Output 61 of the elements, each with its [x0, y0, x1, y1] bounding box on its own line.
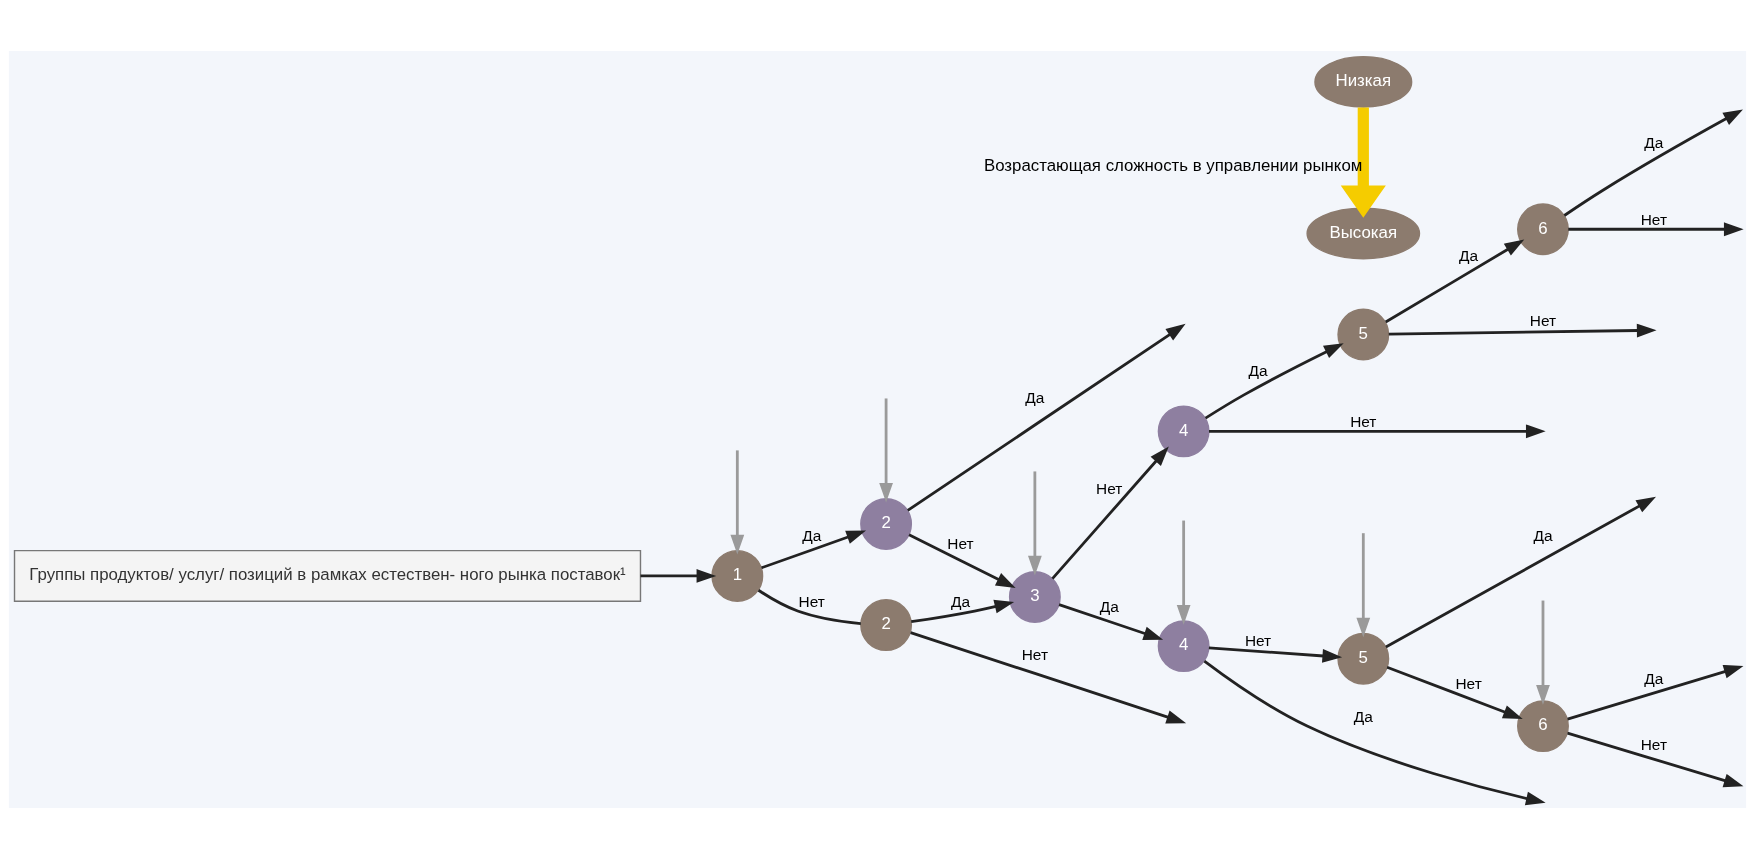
arrow: [911, 599, 1015, 624]
arrow: [910, 631, 1187, 724]
arrow: [1058, 603, 1164, 640]
arrow: [640, 569, 717, 583]
node-circle: 6: [1517, 700, 1569, 753]
arrow: [1563, 109, 1743, 217]
arrow: [1385, 496, 1656, 649]
arrow: [1567, 731, 1744, 788]
arrow: [1204, 343, 1344, 420]
node-ellipse: Высокая: [1306, 207, 1421, 260]
node-ellipse: Низкая: [1314, 55, 1413, 108]
arrow: [1203, 660, 1546, 806]
node-box: Группы продуктов/ услуг/ позиций в рамках естествен- ного рынка поставок¹: [13, 549, 642, 602]
node-circle: 6: [1517, 203, 1569, 256]
edge-label: Нет: [1529, 311, 1557, 329]
node-circle: 1: [711, 549, 764, 602]
node-circle: 3: [1008, 571, 1061, 623]
arrow: [761, 530, 867, 570]
arrow: [1176, 520, 1191, 625]
arrow: [1209, 424, 1546, 439]
edge-label: Да: [1248, 362, 1268, 380]
edge-label: Да: [1099, 598, 1119, 616]
edge-label: Нет: [1455, 675, 1482, 693]
edge-label: Да: [1353, 707, 1373, 725]
node-circle: 2: [860, 599, 913, 651]
arrow: [879, 398, 893, 503]
edge-label: Нет: [1640, 735, 1667, 753]
node-circle: 4: [1157, 405, 1210, 458]
edge-label: Нет: [1096, 480, 1123, 498]
edge-label: Нет: [1640, 210, 1667, 228]
edge-label: Нет: [1021, 645, 1048, 663]
arrow: [1388, 323, 1657, 338]
arrow: [906, 323, 1186, 512]
arrow: [1567, 665, 1744, 721]
arrow: [1027, 471, 1042, 576]
node-circle: 5: [1337, 632, 1390, 685]
arrow: [1568, 222, 1744, 237]
arrow: [1051, 446, 1169, 580]
edge-label: Нет: [1350, 412, 1377, 430]
arrow: [908, 533, 1016, 589]
node-circle: 5: [1337, 308, 1390, 361]
edge-label: Да: [1644, 133, 1664, 151]
arrow: [1340, 107, 1386, 218]
arrow: [730, 450, 745, 555]
arrow: [1536, 600, 1550, 705]
edge-label: Да: [1459, 247, 1479, 265]
arrow: [1356, 533, 1371, 638]
edge-label: Да: [1025, 389, 1045, 406]
node-circle: 4: [1157, 620, 1210, 673]
arrow: [1208, 646, 1343, 663]
arrow: [1386, 665, 1523, 719]
edge-label: Нет: [947, 534, 974, 552]
arrow: [1384, 239, 1525, 324]
edge-label: Да: [1533, 526, 1553, 544]
node-circle: 2: [860, 498, 913, 550]
edge-label: Нет: [1244, 631, 1272, 649]
edge-label: Да: [802, 526, 822, 544]
connector: [757, 589, 861, 625]
edge-label: Да: [950, 592, 970, 610]
edge-label: Да: [1644, 669, 1664, 687]
edge-label: Нет: [798, 592, 825, 610]
